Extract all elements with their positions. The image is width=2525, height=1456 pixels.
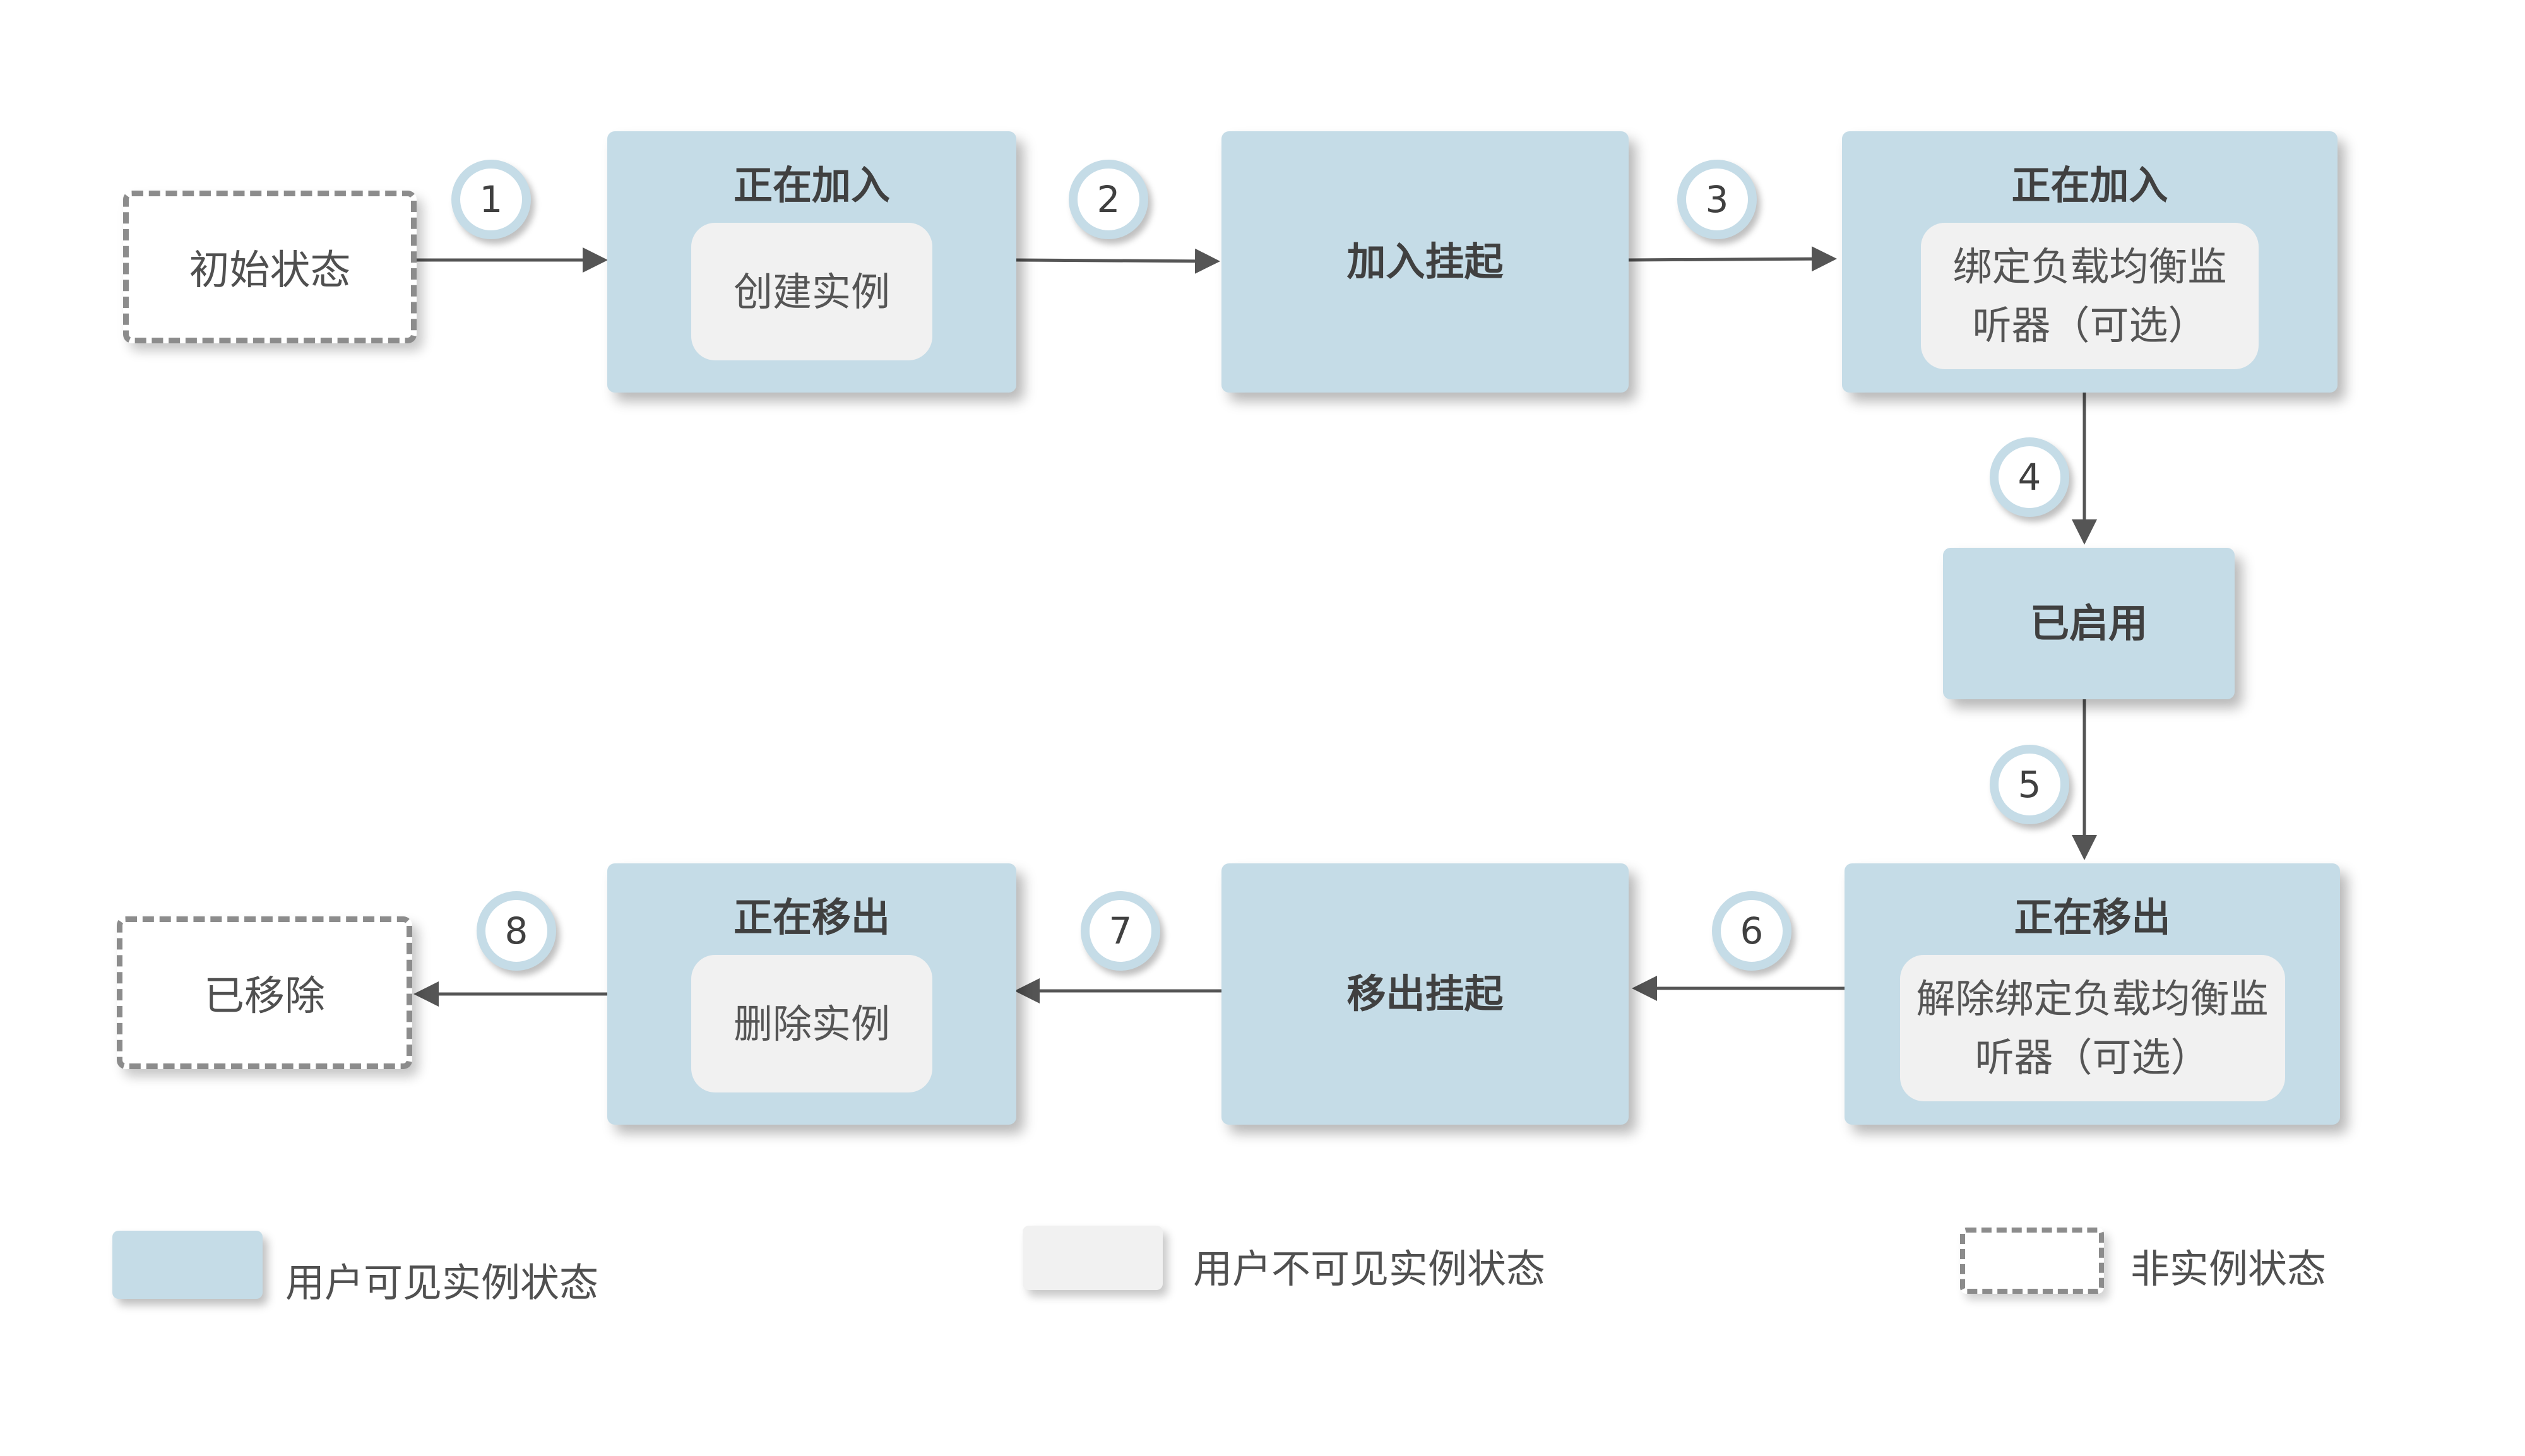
node-removing-1-title: 正在移出: [2014, 894, 2171, 940]
node-removed-state: 已移除: [117, 916, 412, 1069]
node-remove-pending: 移出挂起: [1221, 863, 1629, 1125]
inner-bind-listener: 绑定负载均衡监听器（可选）: [1921, 223, 2259, 369]
node-join-pending: 加入挂起: [1221, 131, 1629, 393]
node-joining-2-title: 正在加入: [2011, 162, 2168, 208]
node-remove-pending-title: 移出挂起: [1346, 971, 1504, 1017]
legend-visible-label: 用户可见实例状态: [285, 1260, 599, 1306]
inner-delete-instance: 删除实例: [691, 955, 932, 1092]
step-badge-4: 4: [1990, 437, 2069, 517]
node-removing-delete-instance: 正在移出 删除实例: [607, 863, 1016, 1125]
inner-create-instance: 创建实例: [691, 223, 932, 360]
node-enabled-title: 已启用: [2029, 600, 2148, 646]
arrow-2: [1016, 248, 1220, 274]
legend-non-instance-label: 非实例状态: [2130, 1246, 2327, 1292]
arrow-3: [1625, 246, 1837, 272]
node-joining-bind-listener: 正在加入 绑定负载均衡监听器（可选）: [1842, 131, 2338, 393]
step-badge-6: 6: [1712, 891, 1791, 971]
legend-non-instance-swatch: [1960, 1228, 2104, 1294]
inner-unbind-listener: 解除绑定负载均衡监听器（可选）: [1899, 955, 2285, 1101]
legend-invisible-swatch: [1023, 1226, 1163, 1290]
step-badge-5: 5: [1990, 745, 2069, 824]
node-joining-title: 正在加入: [733, 162, 890, 208]
step-badge-8: 8: [477, 891, 556, 971]
step-badge-1: 1: [451, 160, 531, 239]
legend-visible-swatch: [112, 1231, 263, 1299]
node-removed-state-label: 已移除: [204, 973, 325, 1020]
node-initial-state: 初始状态: [123, 191, 417, 343]
step-badge-2: 2: [1069, 160, 1148, 239]
step-badge-3: 3: [1677, 160, 1757, 239]
node-removing-unbind-listener: 正在移出 解除绑定负载均衡监听器（可选）: [1845, 863, 2340, 1125]
legend-invisible-label: 用户不可见实例状态: [1193, 1246, 1546, 1292]
node-removing-2-title: 正在移出: [733, 894, 890, 940]
step-badge-7: 7: [1081, 891, 1160, 971]
node-joining-create-instance: 正在加入 创建实例: [607, 131, 1016, 393]
node-initial-state-label: 初始状态: [189, 247, 351, 294]
node-enabled: 已启用: [1943, 548, 2235, 699]
node-join-pending-title: 加入挂起: [1346, 239, 1504, 285]
